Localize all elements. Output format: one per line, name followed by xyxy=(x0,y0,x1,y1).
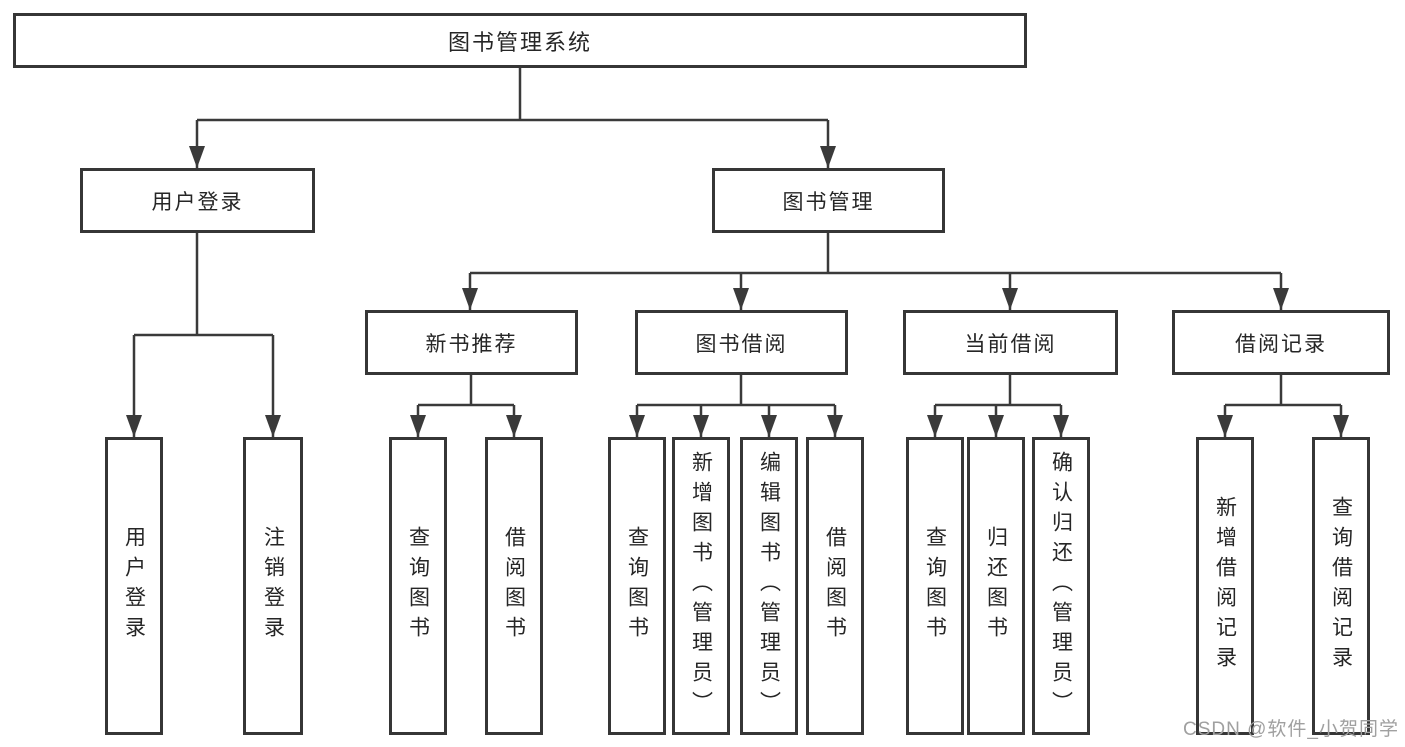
node-user-login: 用户登录 xyxy=(80,168,315,233)
node-label: 查询图书 xyxy=(406,526,430,646)
node-book-borrowing: 图书借阅 xyxy=(635,310,848,375)
leaf-add-books-admin: 新增图书（管理员） xyxy=(672,437,730,735)
csdn-watermark: CSDN @软件_小贺同学 xyxy=(1183,719,1399,740)
leaf-logout: 注销登录 xyxy=(243,437,303,735)
leaf-user-login: 用户登录 xyxy=(105,437,163,735)
leaf-return-books: 归还图书 xyxy=(967,437,1025,735)
wire-userlogin-to-leaves xyxy=(132,233,275,437)
node-label: 新书推荐 xyxy=(425,332,518,356)
leaf-add-borrow-record: 新增借阅记录 xyxy=(1196,437,1254,735)
leaf-borrow-books: 借阅图书 xyxy=(806,437,864,735)
leaf-borrow-books-recommend: 借阅图书 xyxy=(485,437,543,735)
node-label: 归还图书 xyxy=(984,526,1008,646)
node-current-borrowing: 当前借阅 xyxy=(903,310,1118,375)
node-label: 当前借阅 xyxy=(964,332,1057,356)
leaf-query-books-current: 查询图书 xyxy=(906,437,964,735)
node-label: 查询图书 xyxy=(923,526,947,646)
wire-bookmgmt-to-level3 xyxy=(468,233,1283,310)
node-label: 查询图书 xyxy=(625,526,649,646)
node-new-book-recommendation: 新书推荐 xyxy=(365,310,578,375)
node-label: 借阅记录 xyxy=(1235,332,1327,356)
node-label: 新增借阅记录 xyxy=(1213,496,1237,676)
node-label: 确认归还（管理员） xyxy=(1049,451,1073,721)
node-borrowing-records: 借阅记录 xyxy=(1172,310,1390,375)
leaf-query-books-borrow: 查询图书 xyxy=(608,437,666,735)
node-label: 新增图书（管理员） xyxy=(689,451,713,721)
node-label: 图书管理 xyxy=(782,190,875,214)
node-library-management-system: 图书管理系统 xyxy=(13,13,1027,68)
node-label: 用户登录 xyxy=(122,526,146,646)
node-label: 用户登录 xyxy=(151,190,244,214)
wire-borrowrecord-to-leaves xyxy=(1223,375,1343,437)
node-label: 借阅图书 xyxy=(502,526,526,646)
arrowheads xyxy=(126,146,1349,437)
node-label: 注销登录 xyxy=(261,526,285,646)
leaf-query-borrow-record: 查询借阅记录 xyxy=(1312,437,1370,735)
leaf-edit-books-admin: 编辑图书（管理员） xyxy=(740,437,798,735)
node-label: 图书管理系统 xyxy=(447,29,592,55)
wire-bookborrow-to-leaves xyxy=(635,375,837,437)
node-label: 编辑图书（管理员） xyxy=(757,451,781,721)
node-label: 查询借阅记录 xyxy=(1329,496,1353,676)
node-book-management: 图书管理 xyxy=(712,168,945,233)
wire-newbookrec-to-leaves xyxy=(416,375,516,437)
node-label: 图书借阅 xyxy=(695,332,788,356)
node-label: 借阅图书 xyxy=(823,526,847,646)
leaf-confirm-return-admin: 确认归还（管理员） xyxy=(1032,437,1090,735)
wire-root-to-level2 xyxy=(195,68,830,168)
leaf-query-books-recommend: 查询图书 xyxy=(389,437,447,735)
